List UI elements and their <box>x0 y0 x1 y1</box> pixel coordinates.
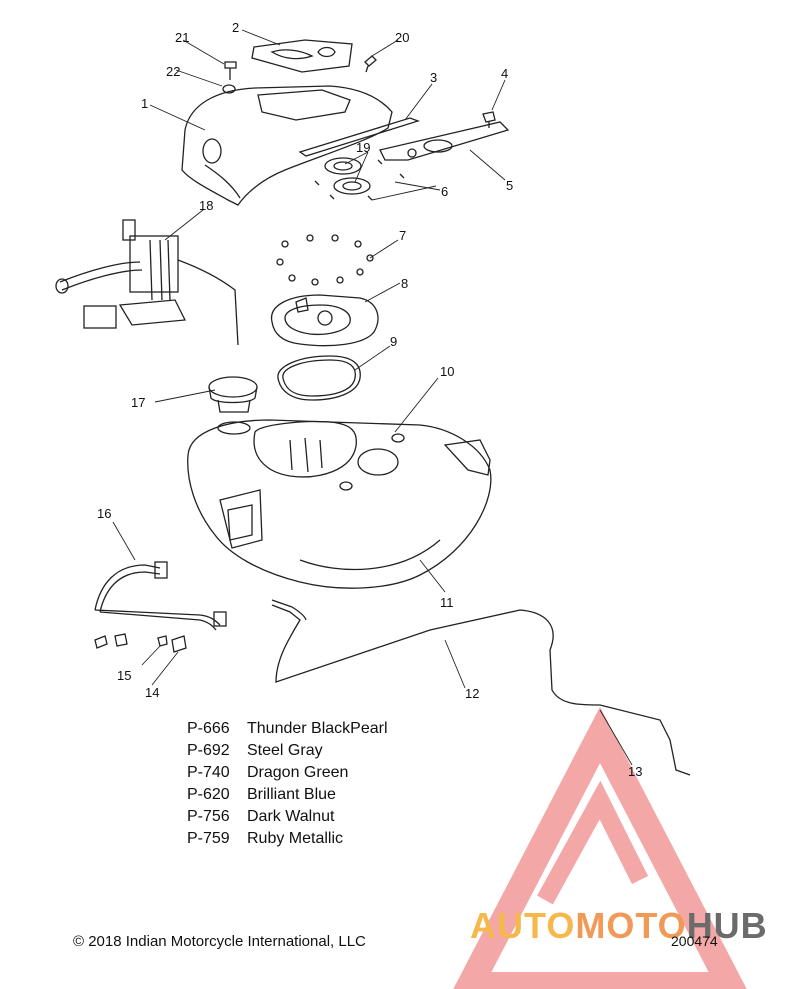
callout-4: 4 <box>501 66 508 81</box>
part-11-fuel-tank <box>187 419 492 589</box>
legend-code: P-620 <box>187 786 230 803</box>
callout-16: 16 <box>97 506 111 521</box>
legend-color-name: Thunder BlackPearl <box>247 720 388 737</box>
part-19-bezels <box>324 157 371 195</box>
legend-color-name: Dark Walnut <box>247 808 335 825</box>
legend-color-name: Steel Gray <box>247 742 323 759</box>
part-12-vent-line <box>271 599 691 776</box>
callout-21: 21 <box>175 30 189 45</box>
callout-5: 5 <box>506 178 513 193</box>
callout-2: 2 <box>232 20 239 35</box>
callout-20: 20 <box>395 30 409 45</box>
callout-labels: 1 2 3 4 5 6 7 8 9 10 11 12 13 14 15 16 1… <box>97 20 642 779</box>
callout-6: 6 <box>441 184 448 199</box>
legend-color-name: Ruby Metallic <box>247 830 344 847</box>
part-20-screw <box>364 55 377 73</box>
legend-color-name: Brilliant Blue <box>247 786 336 803</box>
part-16-hose <box>94 561 227 631</box>
callout-8: 8 <box>401 276 408 291</box>
legend-code: P-759 <box>187 830 230 847</box>
part-8-flange <box>270 294 379 347</box>
callout-18: 18 <box>199 198 213 213</box>
part-1-console <box>181 85 393 206</box>
callout-17: 17 <box>131 395 145 410</box>
watermark-part-hub: HUB <box>686 905 768 946</box>
callout-3: 3 <box>430 70 437 85</box>
part-18-fuel-pump <box>55 219 239 346</box>
callout-12: 12 <box>465 686 479 701</box>
legend-color-name: Dragon Green <box>247 764 349 781</box>
callout-10: 10 <box>440 364 454 379</box>
legend-code: P-692 <box>187 742 230 759</box>
callout-15: 15 <box>117 668 131 683</box>
part-21-bolt <box>224 61 237 80</box>
watermark-part-auto: AUTO <box>470 905 576 946</box>
part-17-cap <box>208 376 258 435</box>
callout-22: 22 <box>166 64 180 79</box>
part-22-grommet <box>222 84 236 94</box>
legend-code: P-756 <box>187 808 230 825</box>
leader-lines <box>112 29 633 766</box>
part-7-nuts <box>276 234 374 286</box>
part-3-trim <box>298 117 421 157</box>
part-14-clip <box>157 635 187 653</box>
callout-11: 11 <box>440 595 454 610</box>
part-6-screws <box>314 159 405 201</box>
legend-row: P-666 Thunder BlackPearl <box>187 718 388 740</box>
legend-row: P-620 Brilliant Blue <box>187 784 388 806</box>
part-15-clip <box>94 633 128 649</box>
watermark-logo <box>453 706 747 989</box>
callout-1: 1 <box>141 96 148 111</box>
watermark-text: AUTOMOTOHUB <box>470 905 768 947</box>
watermark-part-moto: MOTO <box>575 905 687 946</box>
callout-14: 14 <box>145 685 159 700</box>
part-2-badge <box>251 39 353 73</box>
callout-19: 19 <box>356 140 370 155</box>
legend-row: P-759 Ruby Metallic <box>187 828 388 850</box>
part-5-plate <box>379 121 510 161</box>
part-9-gasket <box>277 355 361 401</box>
legend-code: P-666 <box>187 720 230 737</box>
callout-13: 13 <box>628 764 642 779</box>
legend-row: P-756 Dark Walnut <box>187 806 388 828</box>
legend-code: P-740 <box>187 764 230 781</box>
callout-9: 9 <box>390 334 397 349</box>
callout-7: 7 <box>399 228 406 243</box>
legend-row: P-692 Steel Gray <box>187 740 388 762</box>
diagram-number: 200474 <box>671 933 718 949</box>
copyright-text: © 2018 Indian Motorcycle International, … <box>73 933 366 950</box>
legend-row: P-740 Dragon Green <box>187 762 388 784</box>
